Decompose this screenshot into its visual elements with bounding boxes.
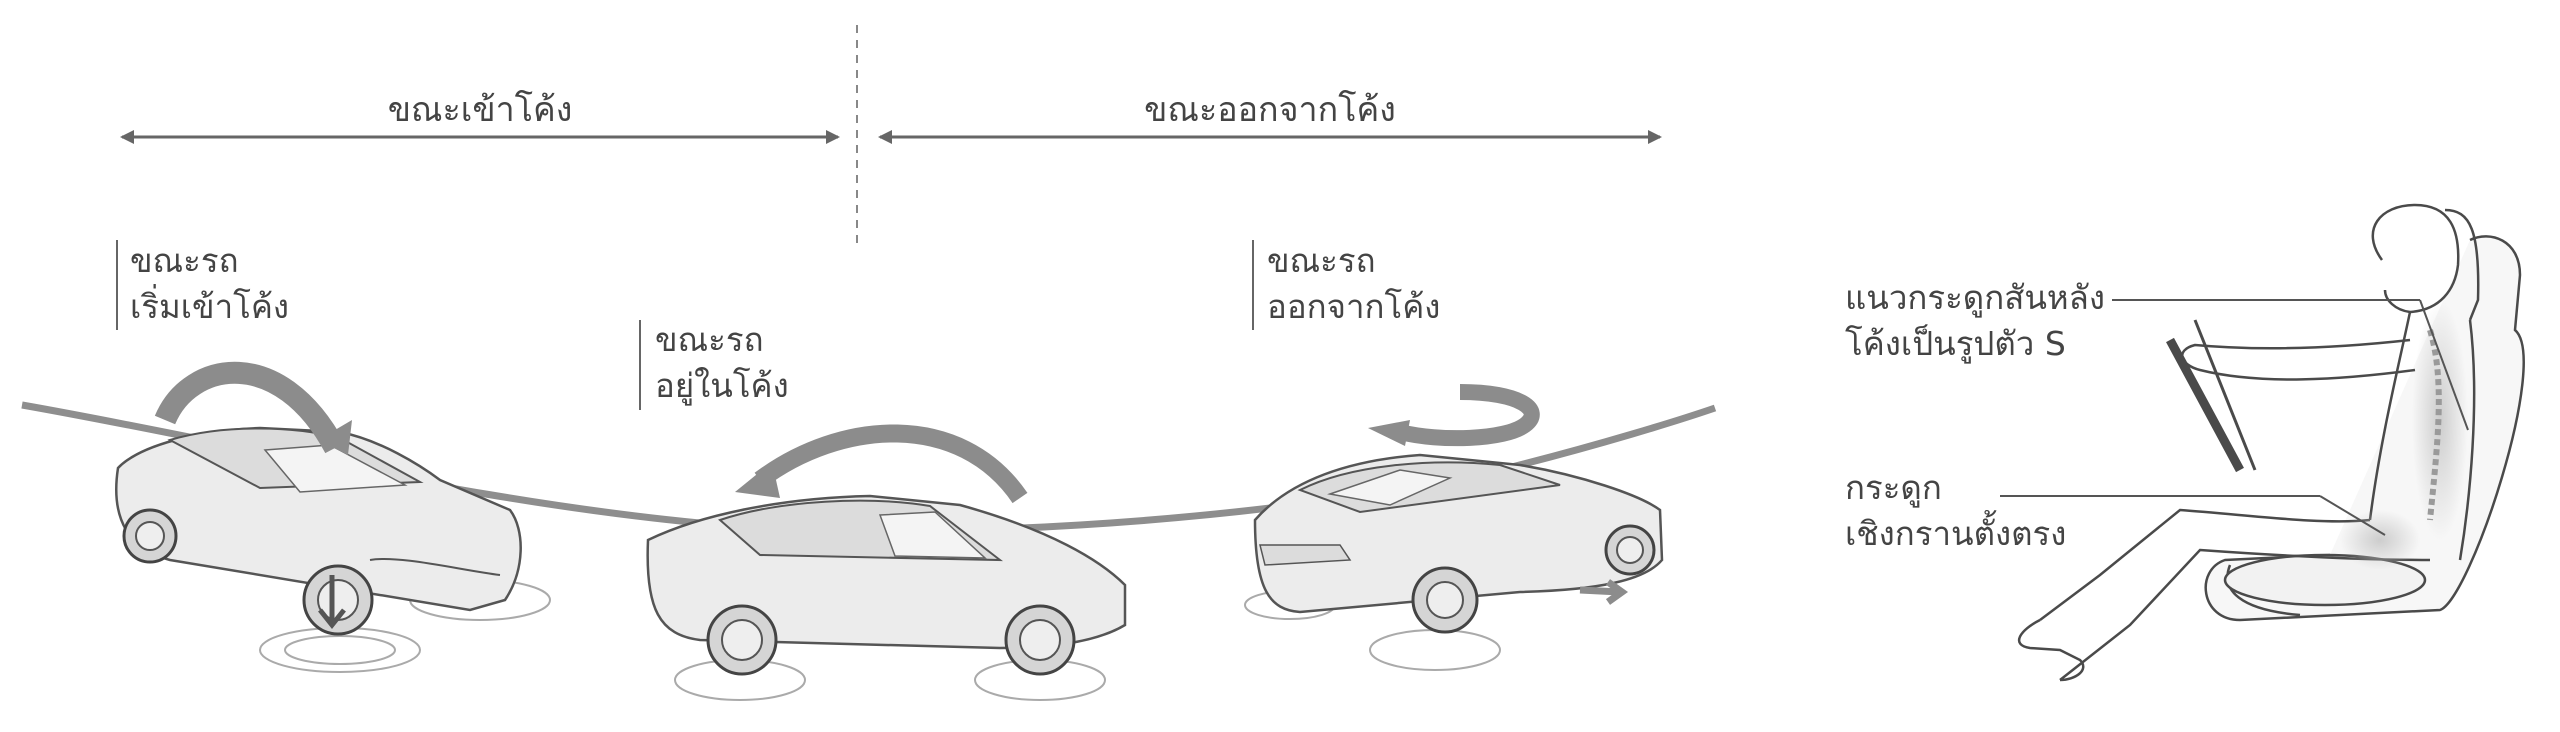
spine-line2: โค้งเป็นรูปตัว S (1845, 324, 2066, 363)
stage-3-line1: ขณะรถ (1267, 241, 1376, 280)
phase-entering-label: ขณะเข้าโค้ง (387, 90, 573, 130)
pelvis-leader-diagonal (2319, 495, 2386, 536)
car-entering (115, 361, 551, 673)
car-exiting (1244, 384, 1664, 671)
pelvis-line1: กระดูก (1845, 468, 1942, 507)
stage-1-line1: ขณะรถ (130, 241, 239, 280)
phase-exiting-label: ขณะออกจากโค้ง (1144, 90, 1396, 130)
stage-3-label: ขณะรถ ออกจากโค้ง (1267, 238, 1440, 330)
stage-3-line2: ออกจากโค้ง (1267, 287, 1441, 326)
stage-2-label: ขณะรถ อยู่ในโค้ง (655, 317, 789, 409)
stage-2-line1: ขณะรถ (655, 320, 764, 359)
driver-posture-illustration (2017, 203, 2525, 682)
pelvis-label: กระดูก เชิงกรานตั้งตรง (1845, 465, 2066, 557)
pelvis-line2: เชิงกรานตั้งตรง (1845, 514, 2067, 553)
stage-1-label: ขณะรถ เริ่มเข้าโค้ง (130, 238, 289, 330)
spine-leader-diagonal (2419, 299, 2469, 431)
car-in-curve (646, 424, 1127, 701)
stage-1-line2: เริ่มเข้าโค้ง (130, 287, 290, 326)
spine-line1: แนวกระดูกสันหลัง (1845, 278, 2105, 317)
spine-label: แนวกระดูกสันหลัง โค้งเป็นรูปตัว S (1845, 275, 2105, 367)
stage-2-line2: อยู่ในโค้ง (655, 366, 789, 405)
